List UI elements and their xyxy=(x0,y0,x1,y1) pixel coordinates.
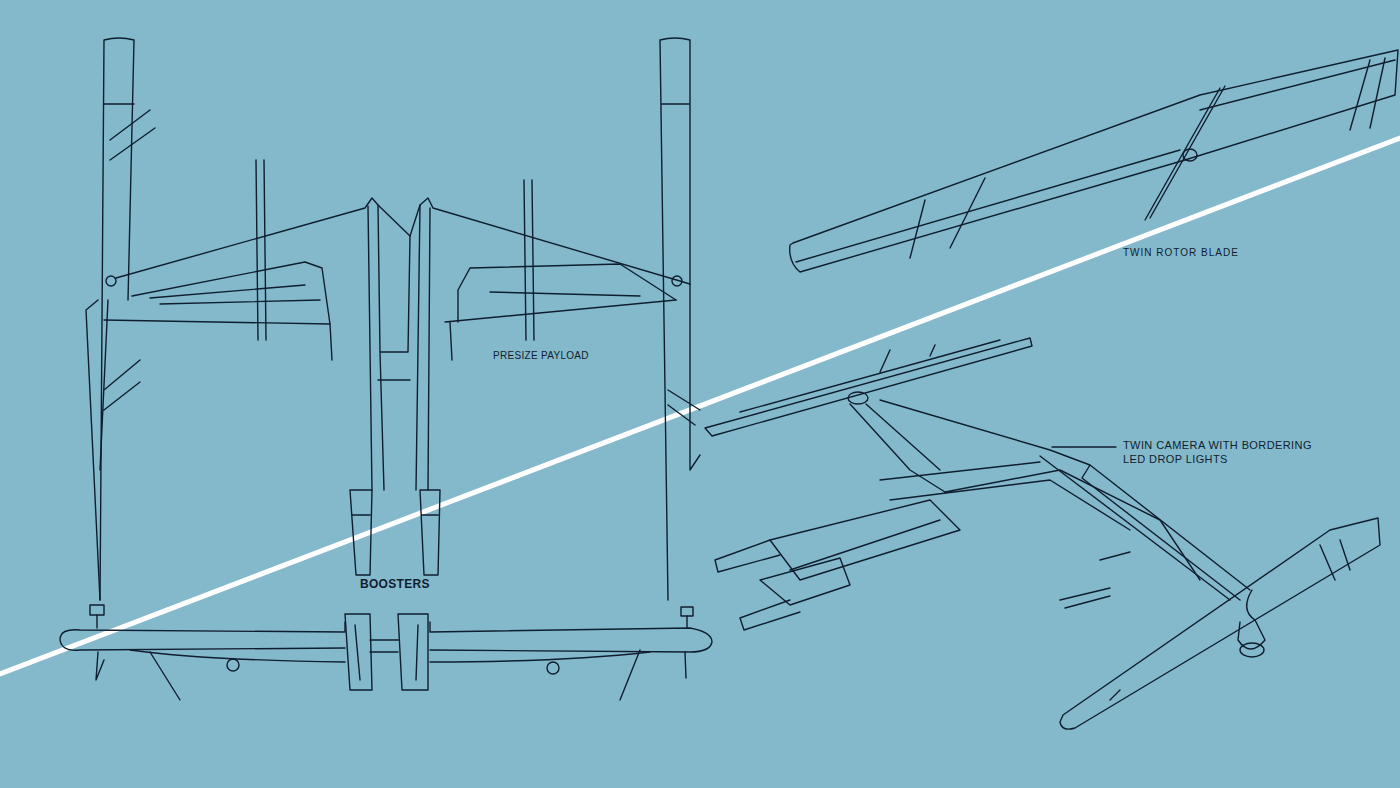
side-camera xyxy=(90,605,104,615)
fuselage xyxy=(760,500,960,605)
leader-line xyxy=(1052,446,1116,447)
rotor-hub xyxy=(106,276,116,286)
top-view xyxy=(86,38,700,600)
rotor-blade xyxy=(660,38,700,600)
rotor-label: TWIN ROTOR BLADE xyxy=(1123,246,1239,259)
camera-label: TWIN CAMERA WITH BORDERING LED DROP LIGH… xyxy=(1123,438,1328,467)
wing xyxy=(880,462,1200,580)
booster xyxy=(715,540,800,630)
wing-leading-edge xyxy=(116,198,690,284)
rotor-blade xyxy=(1060,518,1380,729)
side-camera xyxy=(681,607,693,616)
side-view xyxy=(60,605,712,700)
perspective-view xyxy=(705,338,1380,729)
rotor-blade xyxy=(705,338,1032,436)
side-payload xyxy=(547,662,559,674)
blade-detail xyxy=(796,58,1395,262)
motor-pod xyxy=(1238,590,1265,649)
divider-line xyxy=(0,138,1400,674)
payload-stub xyxy=(1060,552,1130,608)
arm xyxy=(850,400,1250,600)
wing-trailing-edge xyxy=(104,300,676,360)
side-booster xyxy=(345,614,428,690)
booster xyxy=(350,490,440,575)
booster-label: BOOSTERS xyxy=(360,577,430,593)
blade-axis xyxy=(1145,86,1225,220)
payload-stub xyxy=(256,160,534,340)
rotor-detail xyxy=(790,50,1398,272)
payload-label: PRESIZE PAYLOAD xyxy=(493,349,589,362)
wing-panel xyxy=(132,262,676,324)
fuselage xyxy=(368,205,430,490)
rotor-blade xyxy=(790,50,1398,272)
rotor-blade xyxy=(86,110,155,600)
rotor-hub xyxy=(848,392,868,404)
side-spar xyxy=(60,622,712,652)
rotor-blade xyxy=(100,38,134,600)
side-payload xyxy=(227,659,239,671)
rotor-hub xyxy=(1183,149,1197,161)
side-detail xyxy=(96,615,687,700)
rotor-hub xyxy=(1240,643,1264,657)
